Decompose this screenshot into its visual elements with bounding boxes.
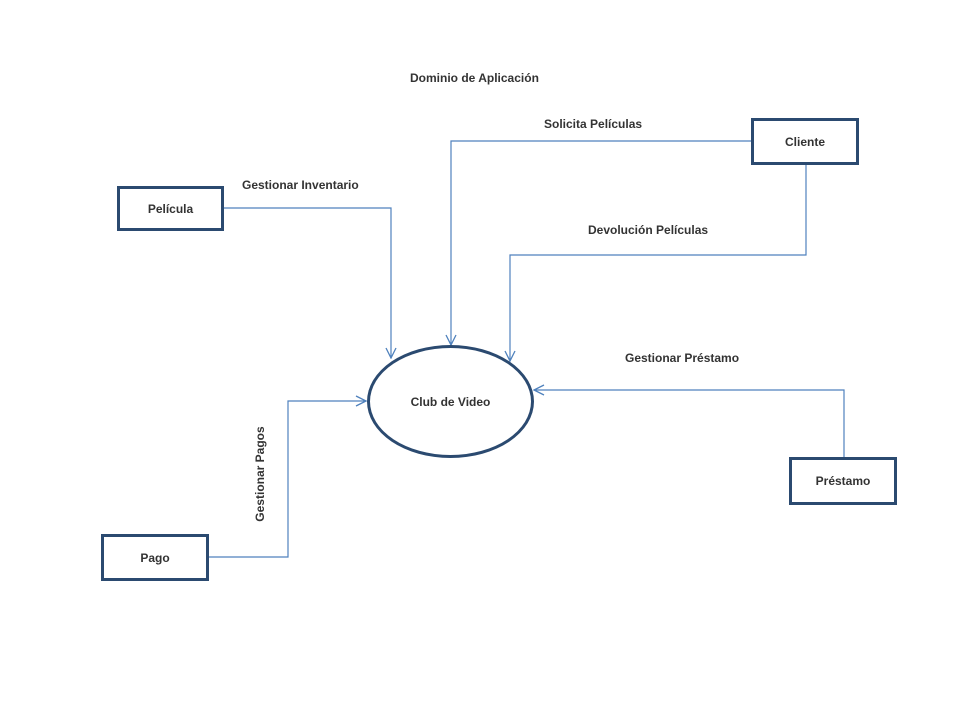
node-club-de-video-label: Club de Video bbox=[410, 394, 491, 409]
node-cliente-label: Cliente bbox=[784, 134, 825, 149]
node-pelicula[interactable]: Película bbox=[117, 186, 224, 231]
edge-label-solicita-peliculas: Solicita Películas bbox=[544, 117, 643, 131]
diagram-title: Dominio de Aplicación bbox=[410, 71, 539, 85]
edge-cliente-devolucion-to-club bbox=[510, 164, 807, 361]
edge-pago-to-club bbox=[209, 401, 366, 558]
node-pelicula-label: Película bbox=[147, 201, 194, 216]
node-pago[interactable]: Pago bbox=[101, 534, 209, 581]
node-cliente[interactable]: Cliente bbox=[751, 118, 859, 165]
edge-label-gestionar-inventario: Gestionar Inventario bbox=[242, 178, 359, 192]
node-prestamo-label: Préstamo bbox=[815, 474, 871, 488]
node-pago-label: Pago bbox=[140, 550, 170, 565]
edge-pelicula-to-club bbox=[223, 207, 391, 358]
edge-label-gestionar-prestamo: Gestionar Préstamo bbox=[625, 351, 740, 365]
node-prestamo[interactable]: Préstamo bbox=[789, 457, 897, 505]
edge-prestamo-to-club bbox=[534, 390, 845, 458]
edge-label-gestionar-pagos: Gestionar Pagos bbox=[253, 426, 267, 522]
node-club-de-video[interactable]: Club de Video bbox=[367, 345, 534, 458]
edge-label-devolucion-peliculas: Devolución Películas bbox=[588, 223, 709, 237]
edge-cliente-solicita-to-club bbox=[451, 140, 752, 345]
